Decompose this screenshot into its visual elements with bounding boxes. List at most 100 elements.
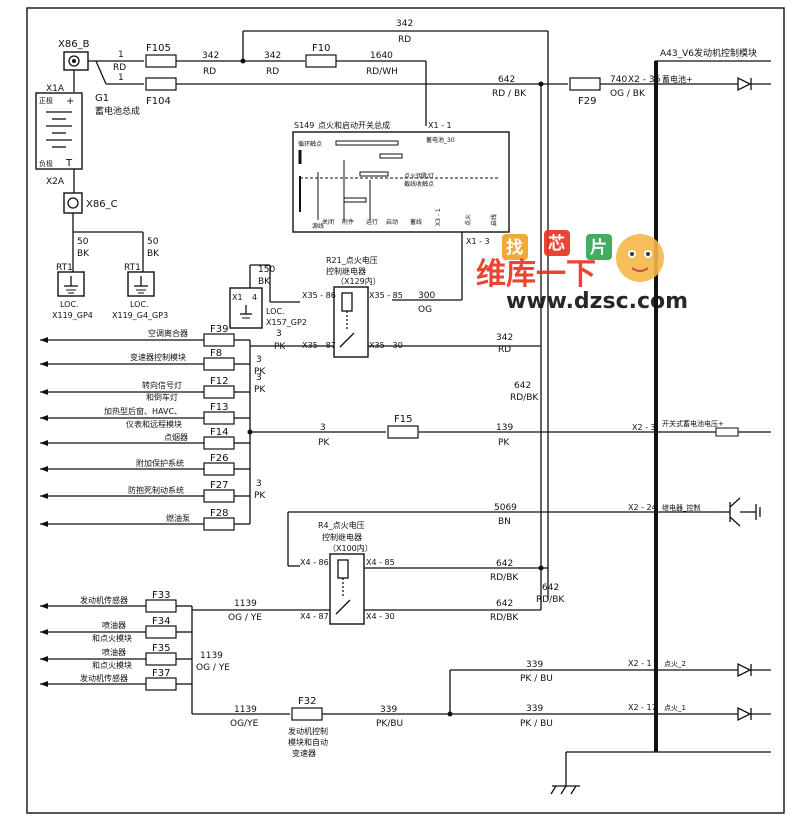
svg-text:RD: RD bbox=[113, 63, 126, 73]
svg-text:蓄线: 蓄线 bbox=[410, 218, 422, 226]
svg-text:发动机传感器: 发动机传感器 bbox=[80, 595, 128, 605]
ground-icon bbox=[240, 305, 252, 319]
svg-text:燃油泵: 燃油泵 bbox=[166, 513, 190, 523]
svg-text:RT1: RT1 bbox=[56, 263, 73, 273]
svg-text:变速器: 变速器 bbox=[292, 748, 316, 758]
ignition-switch-name: 点火和启动开关总成 bbox=[318, 120, 390, 130]
svg-text:RD: RD bbox=[498, 345, 511, 355]
ecm-ign2-label: 点火_2 bbox=[664, 660, 686, 668]
svg-text:RD: RD bbox=[266, 67, 279, 77]
svg-text:F10: F10 bbox=[312, 43, 330, 54]
svg-text:F27: F27 bbox=[210, 480, 228, 491]
ignition-switch-box bbox=[292, 131, 510, 233]
svg-text:300: 300 bbox=[418, 291, 435, 301]
relay-contact-icon bbox=[339, 332, 355, 348]
svg-text:4: 4 bbox=[252, 293, 257, 302]
svg-text:RT1: RT1 bbox=[124, 263, 141, 273]
ecm-ign1-label: 点火_1 bbox=[664, 704, 686, 712]
svg-text:关闭: 关闭 bbox=[322, 218, 334, 226]
svg-text:F26: F26 bbox=[210, 453, 228, 464]
x86c-terminal bbox=[63, 192, 83, 214]
svg-text:F8: F8 bbox=[210, 348, 222, 359]
svg-text:342: 342 bbox=[264, 51, 281, 61]
svg-text:1139: 1139 bbox=[234, 599, 257, 609]
svg-text:RD/BK: RD/BK bbox=[536, 595, 565, 605]
ecm-title: A43_V6发动机控制模块 bbox=[660, 47, 757, 59]
ecm-pin-x2-17: X2 - 17 bbox=[628, 703, 657, 712]
svg-text:变速器控制模块: 变速器控制模块 bbox=[130, 352, 186, 362]
svg-text:启线: 启线 bbox=[490, 214, 498, 226]
svg-text:X4 - 30: X4 - 30 bbox=[366, 612, 395, 621]
svg-text:5069: 5069 bbox=[494, 503, 517, 513]
battery-name: 蓄电池总成 bbox=[95, 105, 140, 117]
relay-r21-box bbox=[333, 286, 369, 358]
svg-text:加热型后窗、HAVC、: 加热型后窗、HAVC、 bbox=[104, 406, 182, 416]
ecm-pin-x2-3: X2 - 3 bbox=[632, 423, 656, 432]
svg-text:运行: 运行 bbox=[366, 218, 378, 226]
svg-text:50: 50 bbox=[77, 237, 89, 247]
svg-text:F105: F105 bbox=[146, 43, 171, 54]
svg-text:342: 342 bbox=[496, 333, 513, 343]
ecm-pin-x2-36: X2 - 36 bbox=[628, 75, 661, 85]
svg-text:LOC.: LOC. bbox=[60, 300, 79, 309]
svg-text:PK: PK bbox=[498, 438, 510, 448]
svg-text:1139: 1139 bbox=[200, 651, 223, 661]
x86c-label: X86_C bbox=[86, 199, 118, 210]
ecm-sw-batt-label: 开关式蓄电池电压+ bbox=[662, 419, 724, 428]
svg-text:R4_点火电压: R4_点火电压 bbox=[318, 520, 365, 530]
svg-text:F34: F34 bbox=[152, 616, 170, 627]
svg-text:和点火模块: 和点火模块 bbox=[92, 633, 132, 643]
svg-text:1: 1 bbox=[118, 50, 124, 60]
svg-text:点火钥匙灯: 点火钥匙灯 bbox=[404, 172, 434, 180]
svg-text:转向信号灯: 转向信号灯 bbox=[142, 380, 182, 390]
svg-text:F28: F28 bbox=[210, 508, 228, 519]
svg-text:和点火模块: 和点火模块 bbox=[92, 660, 132, 670]
x2a-label: X2A bbox=[46, 177, 65, 187]
svg-text:发动机控制: 发动机控制 bbox=[288, 726, 328, 736]
svg-text:3: 3 bbox=[320, 423, 326, 433]
svg-text:RD/BK: RD/BK bbox=[490, 573, 519, 583]
svg-text:1: 1 bbox=[118, 73, 124, 83]
svg-text:BK: BK bbox=[147, 249, 160, 259]
svg-text:339: 339 bbox=[380, 705, 397, 715]
svg-text:X4 - 85: X4 - 85 bbox=[366, 558, 395, 567]
svg-text:642: 642 bbox=[496, 559, 513, 569]
svg-text:LOC.: LOC. bbox=[130, 300, 149, 309]
svg-text:50: 50 bbox=[147, 237, 159, 247]
svg-text:片: 片 bbox=[590, 237, 607, 258]
svg-text:OG: OG bbox=[418, 305, 432, 315]
svg-text:源线: 源线 bbox=[312, 222, 324, 230]
svg-text:F12: F12 bbox=[210, 376, 228, 387]
fuse-f10 bbox=[305, 54, 337, 68]
svg-text:OG / BK: OG / BK bbox=[610, 89, 646, 99]
svg-text:642: 642 bbox=[514, 381, 531, 391]
svg-text:F13: F13 bbox=[210, 402, 228, 413]
svg-text:X157_GP2: X157_GP2 bbox=[266, 318, 307, 327]
fuse-f104 bbox=[145, 77, 177, 91]
loads-lower-left bbox=[40, 599, 192, 691]
watermark-url: www.dzsc.com bbox=[506, 289, 688, 314]
relay-r4-box bbox=[329, 553, 365, 625]
svg-text:PK: PK bbox=[318, 438, 330, 448]
svg-text:循环触点: 循环触点 bbox=[298, 140, 322, 148]
svg-text:X1 - 1: X1 - 1 bbox=[428, 121, 452, 130]
battery-neg-label: 负极 bbox=[39, 159, 53, 168]
svg-text:RD/BK: RD/BK bbox=[510, 393, 539, 403]
svg-text:RD: RD bbox=[398, 35, 411, 45]
diode-icon bbox=[737, 662, 771, 678]
svg-text:控制继电器: 控制继电器 bbox=[326, 266, 366, 276]
x1a-label: X1A bbox=[46, 84, 65, 94]
watermark-logo: 找 芯 片 维库一下 www.dzsc.com bbox=[476, 230, 688, 314]
svg-text:OG / YE: OG / YE bbox=[196, 663, 230, 673]
svg-text:蓄电池_30: 蓄电池_30 bbox=[426, 136, 455, 144]
battery-pos-label: 正极 bbox=[39, 96, 53, 105]
svg-text:3: 3 bbox=[256, 373, 262, 383]
svg-text:BK: BK bbox=[258, 277, 271, 287]
svg-text:BK: BK bbox=[77, 249, 90, 259]
svg-text:PK: PK bbox=[254, 385, 266, 395]
svg-text:RD/BK: RD/BK bbox=[490, 613, 519, 623]
svg-text:150: 150 bbox=[258, 265, 275, 275]
svg-text:342: 342 bbox=[202, 51, 219, 61]
x86b-bolt-icon bbox=[68, 55, 80, 67]
